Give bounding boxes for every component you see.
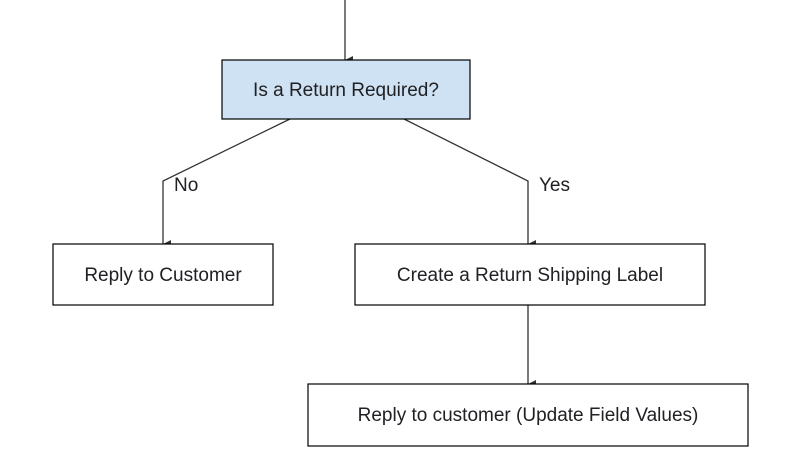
- edge-label-no: No: [174, 175, 198, 196]
- edge-no-arrow: [162, 118, 291, 248]
- decision-node-label: Is a Return Required?: [253, 80, 439, 101]
- edge-yes-arrow: [403, 118, 536, 248]
- edge-label-yes: Yes: [539, 175, 570, 196]
- reply-update-fields-box: [307, 383, 749, 447]
- create-return-label-node: Create a Return Shipping Label: [354, 243, 706, 306]
- create-return-label-box: [354, 243, 706, 306]
- reply-to-customer-box: [52, 243, 274, 306]
- decision-node-box: [221, 59, 471, 120]
- reply-to-customer-node: Reply to Customer: [52, 243, 274, 306]
- create-return-label-label: Create a Return Shipping Label: [397, 265, 663, 286]
- reply-update-fields-node: Reply to customer (Update Field Values): [307, 383, 749, 447]
- reply-to-customer-label: Reply to Customer: [84, 265, 242, 286]
- reply-update-fields-label: Reply to customer (Update Field Values): [358, 405, 699, 426]
- decision-node: Is a Return Required?: [221, 59, 471, 120]
